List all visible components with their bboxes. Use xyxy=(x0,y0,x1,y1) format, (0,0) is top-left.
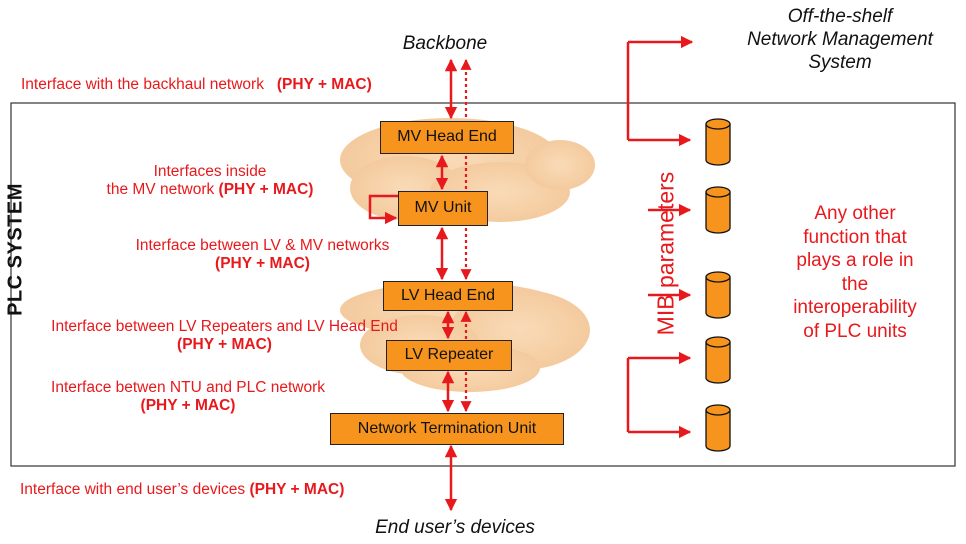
mv-internal-line-2: the MV network (PHY + MAC) xyxy=(60,181,360,199)
ntu-interface-text: Interface betwen NTU and PLC network xyxy=(51,379,325,396)
lv-repeater-phy-mac: (PHY + MAC) xyxy=(177,336,272,353)
end-user-interface-text: Interface with end user’s devices xyxy=(20,481,246,498)
mv-head-end-box: MV Head End xyxy=(380,121,514,154)
end-user-devices-label: End user’s devices xyxy=(375,517,535,538)
lv-repeater-interface-label: Interface between LV Repeaters and LV He… xyxy=(12,318,437,354)
database-cylinder-icon xyxy=(705,118,731,166)
other-function-line-5: interoperability xyxy=(793,297,917,318)
lv-repeater-box: LV Repeater xyxy=(386,340,512,371)
mv-internal-interface-label: Interfaces inside the MV network (PHY + … xyxy=(60,163,360,199)
lv-mv-text: Interface between LV & MV networks xyxy=(135,237,390,254)
end-user-phy-mac: (PHY + MAC) xyxy=(249,481,345,498)
other-function-line-1: Any other xyxy=(814,203,896,224)
lv-repeater-text: Interface between LV Repeaters and LV He… xyxy=(51,318,398,335)
database-cylinder-icon xyxy=(705,404,731,452)
mv-internal-line-2-text: the MV network xyxy=(106,181,215,198)
backbone-label: Backbone xyxy=(402,33,488,54)
database-cylinder-icon xyxy=(705,271,731,319)
mib-parameters-label: MIB parameters xyxy=(652,171,679,336)
backhaul-phy-mac: (PHY + MAC) xyxy=(276,76,372,93)
mv-internal-line-1: Interfaces inside xyxy=(153,163,267,180)
end-user-interface-label: Interface with end user’s devices (PHY +… xyxy=(20,481,344,499)
other-function-line-6: of PLC units xyxy=(803,320,907,342)
other-function-label: Any other function that plays a role in … xyxy=(770,202,940,343)
plc-system-boundary xyxy=(10,102,956,467)
other-function-line-2: function that xyxy=(803,226,907,248)
lv-mv-interface-label: Interface between LV & MV networks (PHY … xyxy=(100,237,425,273)
ntu-interface-label: Interface betwen NTU and PLC network (PH… xyxy=(18,379,358,415)
ntu-phy-mac: (PHY + MAC) xyxy=(140,397,236,414)
database-cylinder-icon xyxy=(705,336,731,384)
lv-head-end-box: LV Head End xyxy=(383,281,513,311)
network-termination-unit-box: Network Termination Unit xyxy=(330,413,564,445)
mv-loop-arrow xyxy=(368,194,398,225)
database-cylinder-icon xyxy=(705,186,731,234)
backhaul-interface-label: Interface with the backhaul network (PHY… xyxy=(21,76,372,94)
nms-label-line-2: Network Management xyxy=(747,29,933,50)
nms-label-line-3: System xyxy=(808,52,872,73)
plc-system-label: PLC SYSTEM xyxy=(4,183,27,316)
other-function-line-3: plays a role in xyxy=(796,250,914,271)
mv-unit-box: MV Unit xyxy=(398,191,488,226)
nms-label-line-1: Off-the-shelf xyxy=(787,6,893,27)
other-function-line-4: the xyxy=(841,273,869,295)
backhaul-interface-text: Interface with the backhaul network xyxy=(21,76,264,93)
nms-label: Off-the-shelf Network Management System xyxy=(720,5,960,74)
mv-internal-phy-mac: (PHY + MAC) xyxy=(218,181,314,198)
lv-mv-phy-mac: (PHY + MAC) xyxy=(215,255,310,272)
